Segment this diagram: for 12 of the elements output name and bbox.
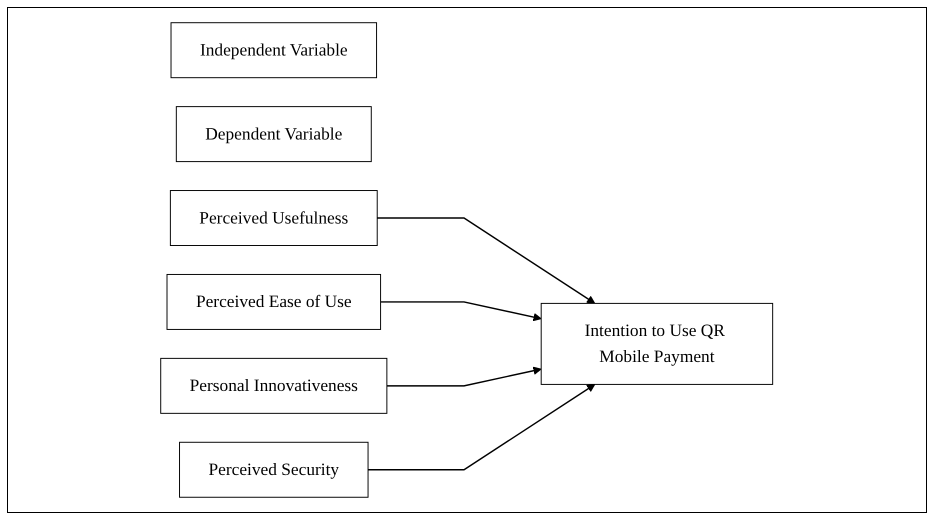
arrow	[368, 384, 596, 470]
arrow	[380, 301, 542, 322]
node-box	[179, 442, 369, 498]
frame-border: Independent Variable Dependent Variable Perceived Usefulness Perceived Ease of Use Personal Innovativeness Perceived Security Intention to Use QR Mobile Payment	[7, 7, 927, 513]
node-box	[176, 106, 372, 162]
node-box	[170, 190, 378, 246]
node-box	[170, 22, 378, 78]
node-box	[166, 274, 382, 330]
node-box	[160, 358, 388, 414]
node-box	[541, 302, 774, 385]
arrow	[387, 366, 542, 387]
arrow	[378, 217, 596, 304]
